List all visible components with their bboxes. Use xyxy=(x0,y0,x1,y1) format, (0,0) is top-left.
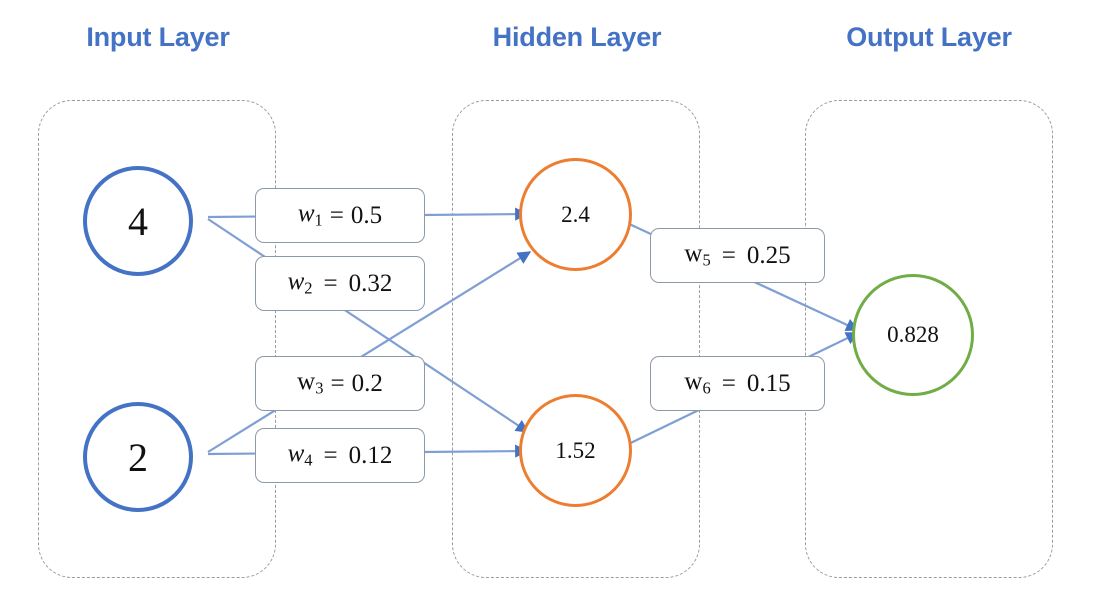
weight-equals-w1: = xyxy=(329,201,344,229)
layer-title-input: Input Layer xyxy=(86,22,230,52)
weight-label-w5[interactable]: w5 = 0.25 xyxy=(650,228,825,283)
edge-i2-h1 xyxy=(207,251,532,453)
weight-label-w2[interactable]: w2 = 0.32 xyxy=(255,256,425,311)
weight-symbol-w1: w1 xyxy=(297,200,323,230)
weight-label-w3[interactable]: w3 = 0.2 xyxy=(255,356,425,411)
hidden-node-2-value: 1.52 xyxy=(555,437,596,463)
weight-symbol-w2: w2 xyxy=(287,268,313,298)
weight-label-w6[interactable]: w6 = 0.15 xyxy=(650,356,825,411)
weight-value-w5: 0.25 xyxy=(746,241,791,269)
layer-title-output: Output Layer xyxy=(846,22,1012,52)
layer-container-input xyxy=(38,100,276,578)
layer-container-output xyxy=(805,100,1053,578)
weight-value-w4: 0.12 xyxy=(348,441,393,469)
output-node-1[interactable]: 0.828 xyxy=(852,274,974,396)
weight-equals-w5: = xyxy=(721,241,736,269)
weight-symbol-w4: w4 xyxy=(287,440,313,470)
weight-symbol-w3: w3 xyxy=(297,368,324,398)
output-node-1-value: 0.828 xyxy=(887,322,939,347)
weight-label-w1[interactable]: w1 = 0.5 xyxy=(255,188,425,243)
input-node-1[interactable]: 4 xyxy=(83,166,193,276)
hidden-node-1[interactable]: 2.4 xyxy=(519,158,632,271)
weight-value-w3: 0.2 xyxy=(351,369,383,397)
weight-value-w2: 0.32 xyxy=(348,269,393,297)
weight-equals-w3: = xyxy=(330,369,345,397)
weight-value-w6: 0.15 xyxy=(746,369,791,397)
edge-i1-h2 xyxy=(207,218,530,433)
weight-equals-w2: = xyxy=(323,269,338,297)
layer-title-hidden: Hidden Layer xyxy=(492,22,662,52)
hidden-node-1-value: 2.4 xyxy=(561,201,590,227)
weight-symbol-w6: w6 xyxy=(684,368,711,398)
input-node-2-value: 2 xyxy=(128,434,148,480)
weight-equals-w6: = xyxy=(721,369,736,397)
weight-equals-w4: = xyxy=(323,441,338,469)
input-node-1-value: 4 xyxy=(128,198,148,244)
weight-value-w1: 0.5 xyxy=(350,201,383,229)
input-node-2[interactable]: 2 xyxy=(83,402,193,512)
layer-container-hidden xyxy=(452,100,700,578)
hidden-node-2[interactable]: 1.52 xyxy=(519,394,632,507)
weight-symbol-w5: w5 xyxy=(684,240,711,270)
weight-label-w4[interactable]: w4 = 0.12 xyxy=(255,428,425,483)
